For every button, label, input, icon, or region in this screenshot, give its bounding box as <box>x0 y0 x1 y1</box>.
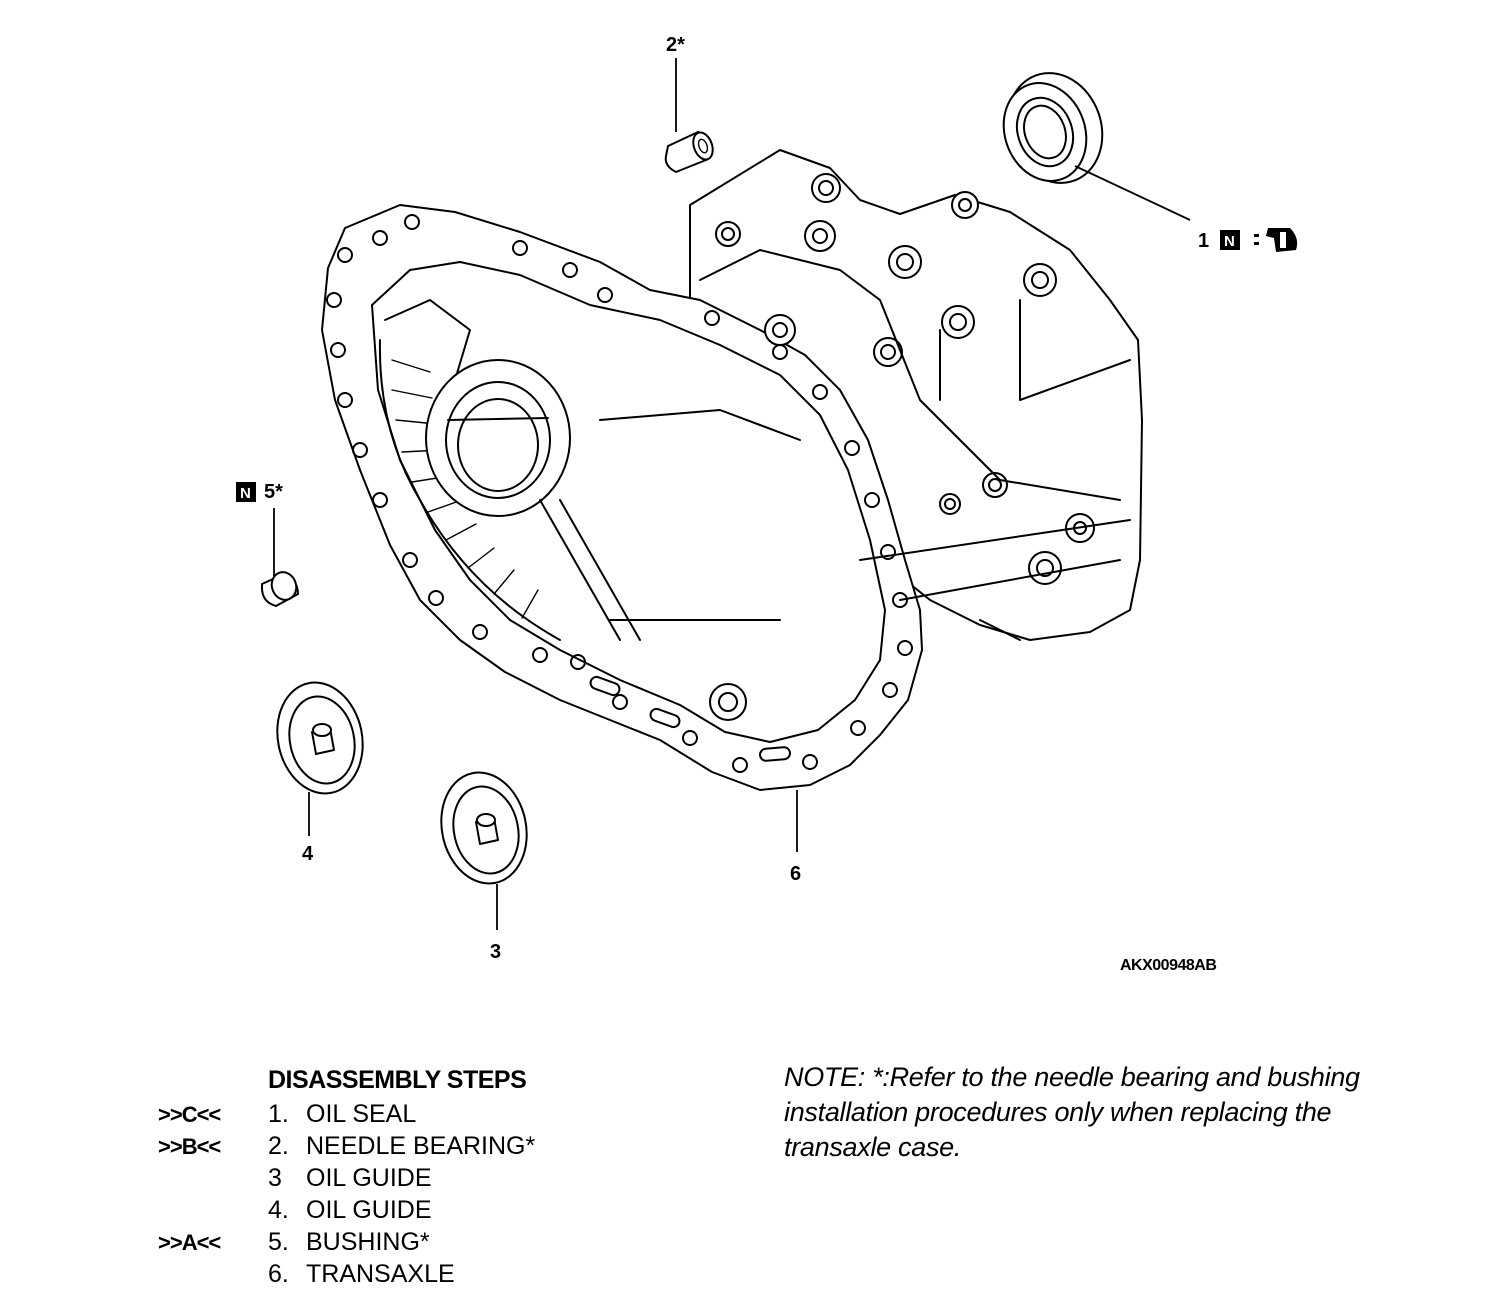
note-line: transaxle case. <box>784 1132 962 1162</box>
flange-bolt-holes <box>326 214 913 773</box>
step-row: >>B<< 2. NEEDLE BEARING* <box>150 1132 670 1164</box>
step-label: NEEDLE BEARING* <box>306 1132 536 1160</box>
step-row: >>A<< 5. BUSHING* <box>150 1228 670 1260</box>
oil-seal <box>1002 72 1104 184</box>
step-number: 4. <box>268 1196 289 1224</box>
note-line: NOTE: *:Refer to the needle bearing and … <box>784 1062 1360 1092</box>
step-label: OIL SEAL <box>306 1100 417 1128</box>
leader-1 <box>1074 165 1191 221</box>
step-label: TRANSAXLE <box>306 1260 455 1288</box>
callout-6: 6 <box>790 863 801 885</box>
grease-icon <box>1254 228 1298 252</box>
steps-title: DISASSEMBLY STEPS <box>268 1066 527 1094</box>
step-number: 2. <box>268 1132 289 1160</box>
exploded-diagram: 1 N 2* N 5* 4 3 6 AKX009 <box>236 34 1298 974</box>
step-number: 1. <box>268 1100 289 1128</box>
new-part-badge-1: N <box>1224 233 1235 250</box>
new-part-icon <box>1220 230 1240 250</box>
step-number: 6. <box>268 1260 289 1288</box>
step-procedure-code: >>B<< <box>158 1134 221 1159</box>
new-part-icon <box>236 482 256 502</box>
transaxle-case <box>321 149 1143 791</box>
note-line: installation procedures only when replac… <box>784 1097 1332 1127</box>
step-number: 3 <box>268 1164 282 1192</box>
step-procedure-code: >>A<< <box>158 1230 221 1255</box>
step-row: >>C<< 1. OIL SEAL <box>150 1100 670 1132</box>
callout-1: 1 <box>1198 230 1209 252</box>
oil-guide-4 <box>276 681 364 795</box>
callout-4: 4 <box>302 843 314 865</box>
step-procedure-code: >>C<< <box>158 1102 221 1127</box>
oil-guide-3 <box>440 771 528 885</box>
callout-3: 3 <box>490 941 501 963</box>
step-label: OIL GUIDE <box>306 1164 432 1192</box>
step-row: 4. OIL GUIDE <box>150 1196 670 1228</box>
figure-code: AKX00948AB <box>1120 957 1216 974</box>
bushing <box>261 571 299 607</box>
step-label: BUSHING* <box>306 1228 430 1256</box>
new-part-badge-5: N <box>240 485 251 502</box>
callout-5: 5* <box>264 481 283 503</box>
note-block: NOTE: *:Refer to the needle bearing and … <box>784 1060 1484 1165</box>
step-row: 6. TRANSAXLE <box>150 1260 670 1292</box>
step-number: 5. <box>268 1228 289 1256</box>
needle-bearing <box>664 131 714 173</box>
step-row: 3 OIL GUIDE <box>150 1164 670 1196</box>
step-label: OIL GUIDE <box>306 1196 432 1224</box>
callout-2: 2* <box>666 34 685 56</box>
